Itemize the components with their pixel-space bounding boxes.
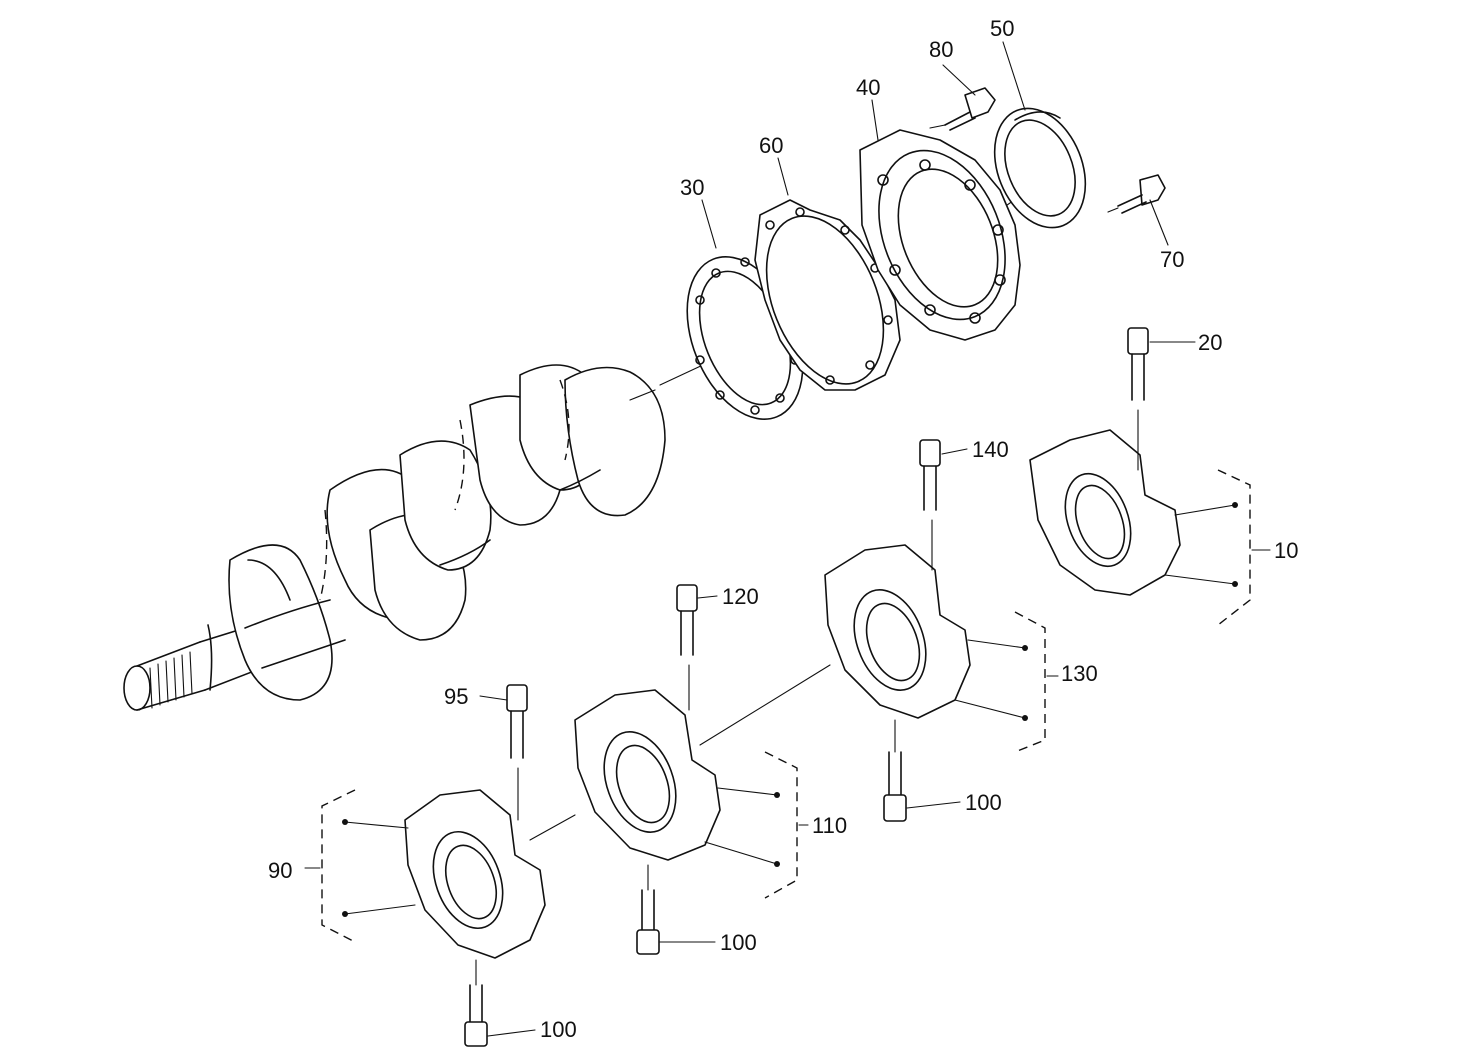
bracket-90 <box>304 789 416 943</box>
bolt-95 <box>506 684 528 821</box>
callout-30: 30 <box>680 175 704 200</box>
callout-50: 50 <box>990 16 1014 41</box>
bearing-cap-110 <box>574 689 721 861</box>
callout-130: 130 <box>1061 661 1098 686</box>
callout-100-bottom: 100 <box>540 1017 577 1042</box>
callout-120: 120 <box>722 584 759 609</box>
bolt-70 <box>1107 174 1166 214</box>
callout-100-middle: 100 <box>720 930 757 955</box>
callout-80: 80 <box>929 37 953 62</box>
bearing-cap-90 <box>404 789 546 959</box>
callout-70: 70 <box>1160 247 1184 272</box>
callout-100-right: 100 <box>965 790 1002 815</box>
callout-90: 90 <box>268 858 292 883</box>
callout-60: 60 <box>759 133 783 158</box>
bearing-cap-130 <box>824 544 971 719</box>
bolt-140 <box>919 439 941 571</box>
bracket-10 <box>1164 469 1271 626</box>
callout-110: 110 <box>812 813 847 838</box>
caps-axis-line <box>529 664 831 841</box>
bracket-130 <box>954 611 1059 753</box>
bracket-110 <box>704 751 809 899</box>
bolt-20 <box>1127 327 1149 471</box>
bolt-120 <box>676 584 698 711</box>
callout-140: 140 <box>972 437 1009 462</box>
bearing-cap-10 <box>1029 429 1181 596</box>
bolt-80 <box>929 87 996 131</box>
callout-10: 10 <box>1274 538 1298 563</box>
bolt-100-right <box>883 719 907 822</box>
callout-40: 40 <box>856 75 880 100</box>
callout-95: 95 <box>444 684 468 709</box>
leader-lines <box>479 41 1196 1037</box>
bolt-100-middle <box>636 864 660 955</box>
bolt-100-bottom <box>464 959 488 1047</box>
gasket-60 <box>754 199 901 391</box>
seal-50 <box>993 107 1087 229</box>
crankshaft <box>123 364 666 711</box>
callout-20: 20 <box>1198 330 1222 355</box>
housing-40 <box>859 129 1021 341</box>
